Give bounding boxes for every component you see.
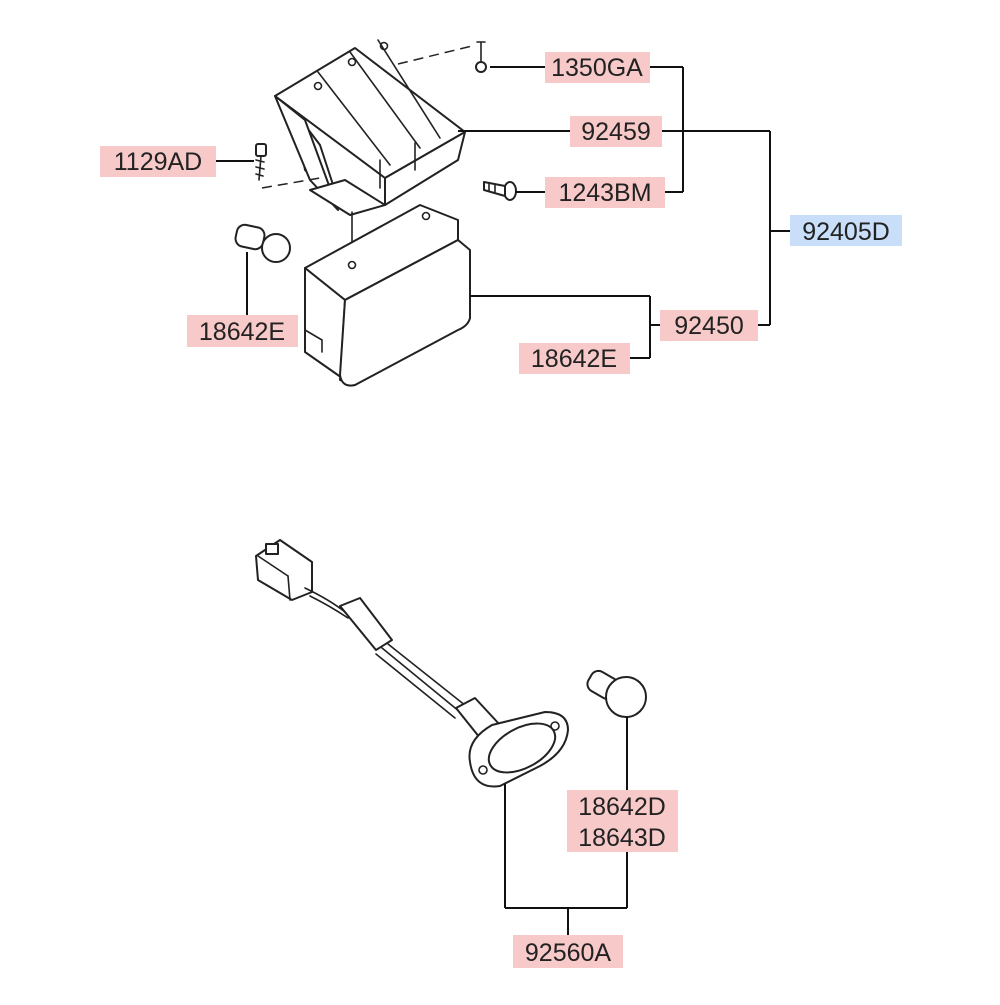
screw-1129ad-drawing bbox=[255, 143, 267, 181]
label-92560a[interactable]: 92560A bbox=[513, 935, 623, 968]
label-18642e-right-text: 18642E bbox=[531, 345, 617, 373]
screw-1243bm-drawing bbox=[483, 181, 517, 201]
bracket-drawing bbox=[274, 39, 466, 216]
label-92459[interactable]: 92459 bbox=[570, 116, 662, 147]
label-18642e-left-text: 18642E bbox=[199, 318, 285, 346]
lower-lamp-drawing bbox=[255, 539, 647, 788]
label-1129ad[interactable]: 1129AD bbox=[100, 146, 216, 177]
label-1350ga-bg bbox=[545, 52, 650, 83]
label-92450-bg bbox=[660, 310, 758, 341]
label-18642e-left-bg bbox=[187, 315, 298, 347]
label-92405d[interactable]: 92405D bbox=[790, 215, 902, 246]
label-18643d-bg bbox=[567, 821, 678, 852]
label-1243bm-text: 1243BM bbox=[558, 179, 651, 207]
label-92405d-bg bbox=[790, 215, 902, 246]
label-92450[interactable]: 92450 bbox=[660, 310, 758, 341]
label-18642e-right-bg bbox=[519, 343, 630, 374]
label-18642d[interactable]: 18642D bbox=[567, 790, 678, 821]
label-92459-bg bbox=[570, 116, 662, 147]
label-18642e-right[interactable]: 18642E bbox=[519, 343, 630, 374]
lamp-housing-drawing bbox=[304, 204, 471, 387]
label-1243bm-bg bbox=[545, 177, 665, 208]
label-1129ad-text: 1129AD bbox=[114, 148, 203, 176]
label-18642e-left[interactable]: 18642E bbox=[187, 315, 298, 347]
assembly-line-left bbox=[261, 177, 321, 189]
label-18643d-text: 18643D bbox=[578, 824, 666, 852]
label-1350ga[interactable]: 1350GA bbox=[545, 52, 650, 83]
label-18642d-text: 18642D bbox=[578, 793, 666, 821]
label-1129ad-bg bbox=[100, 146, 216, 177]
leader-lines bbox=[216, 66, 790, 935]
bulb-left-drawing bbox=[234, 223, 291, 263]
label-92560a-bg bbox=[513, 935, 623, 968]
label-92450-text: 92450 bbox=[674, 312, 744, 340]
label-18642d-bg bbox=[567, 790, 678, 821]
label-1350ga-text: 1350GA bbox=[551, 54, 643, 82]
label-18643d[interactable]: 18643D bbox=[567, 821, 678, 852]
label-92405d-text: 92405D bbox=[802, 218, 890, 246]
label-92459-text: 92459 bbox=[581, 118, 651, 146]
label-92560a-text: 92560A bbox=[525, 939, 612, 967]
label-1243bm[interactable]: 1243BM bbox=[545, 177, 665, 208]
assembly-line-top bbox=[397, 45, 473, 65]
nut-1350ga-drawing bbox=[475, 41, 487, 73]
